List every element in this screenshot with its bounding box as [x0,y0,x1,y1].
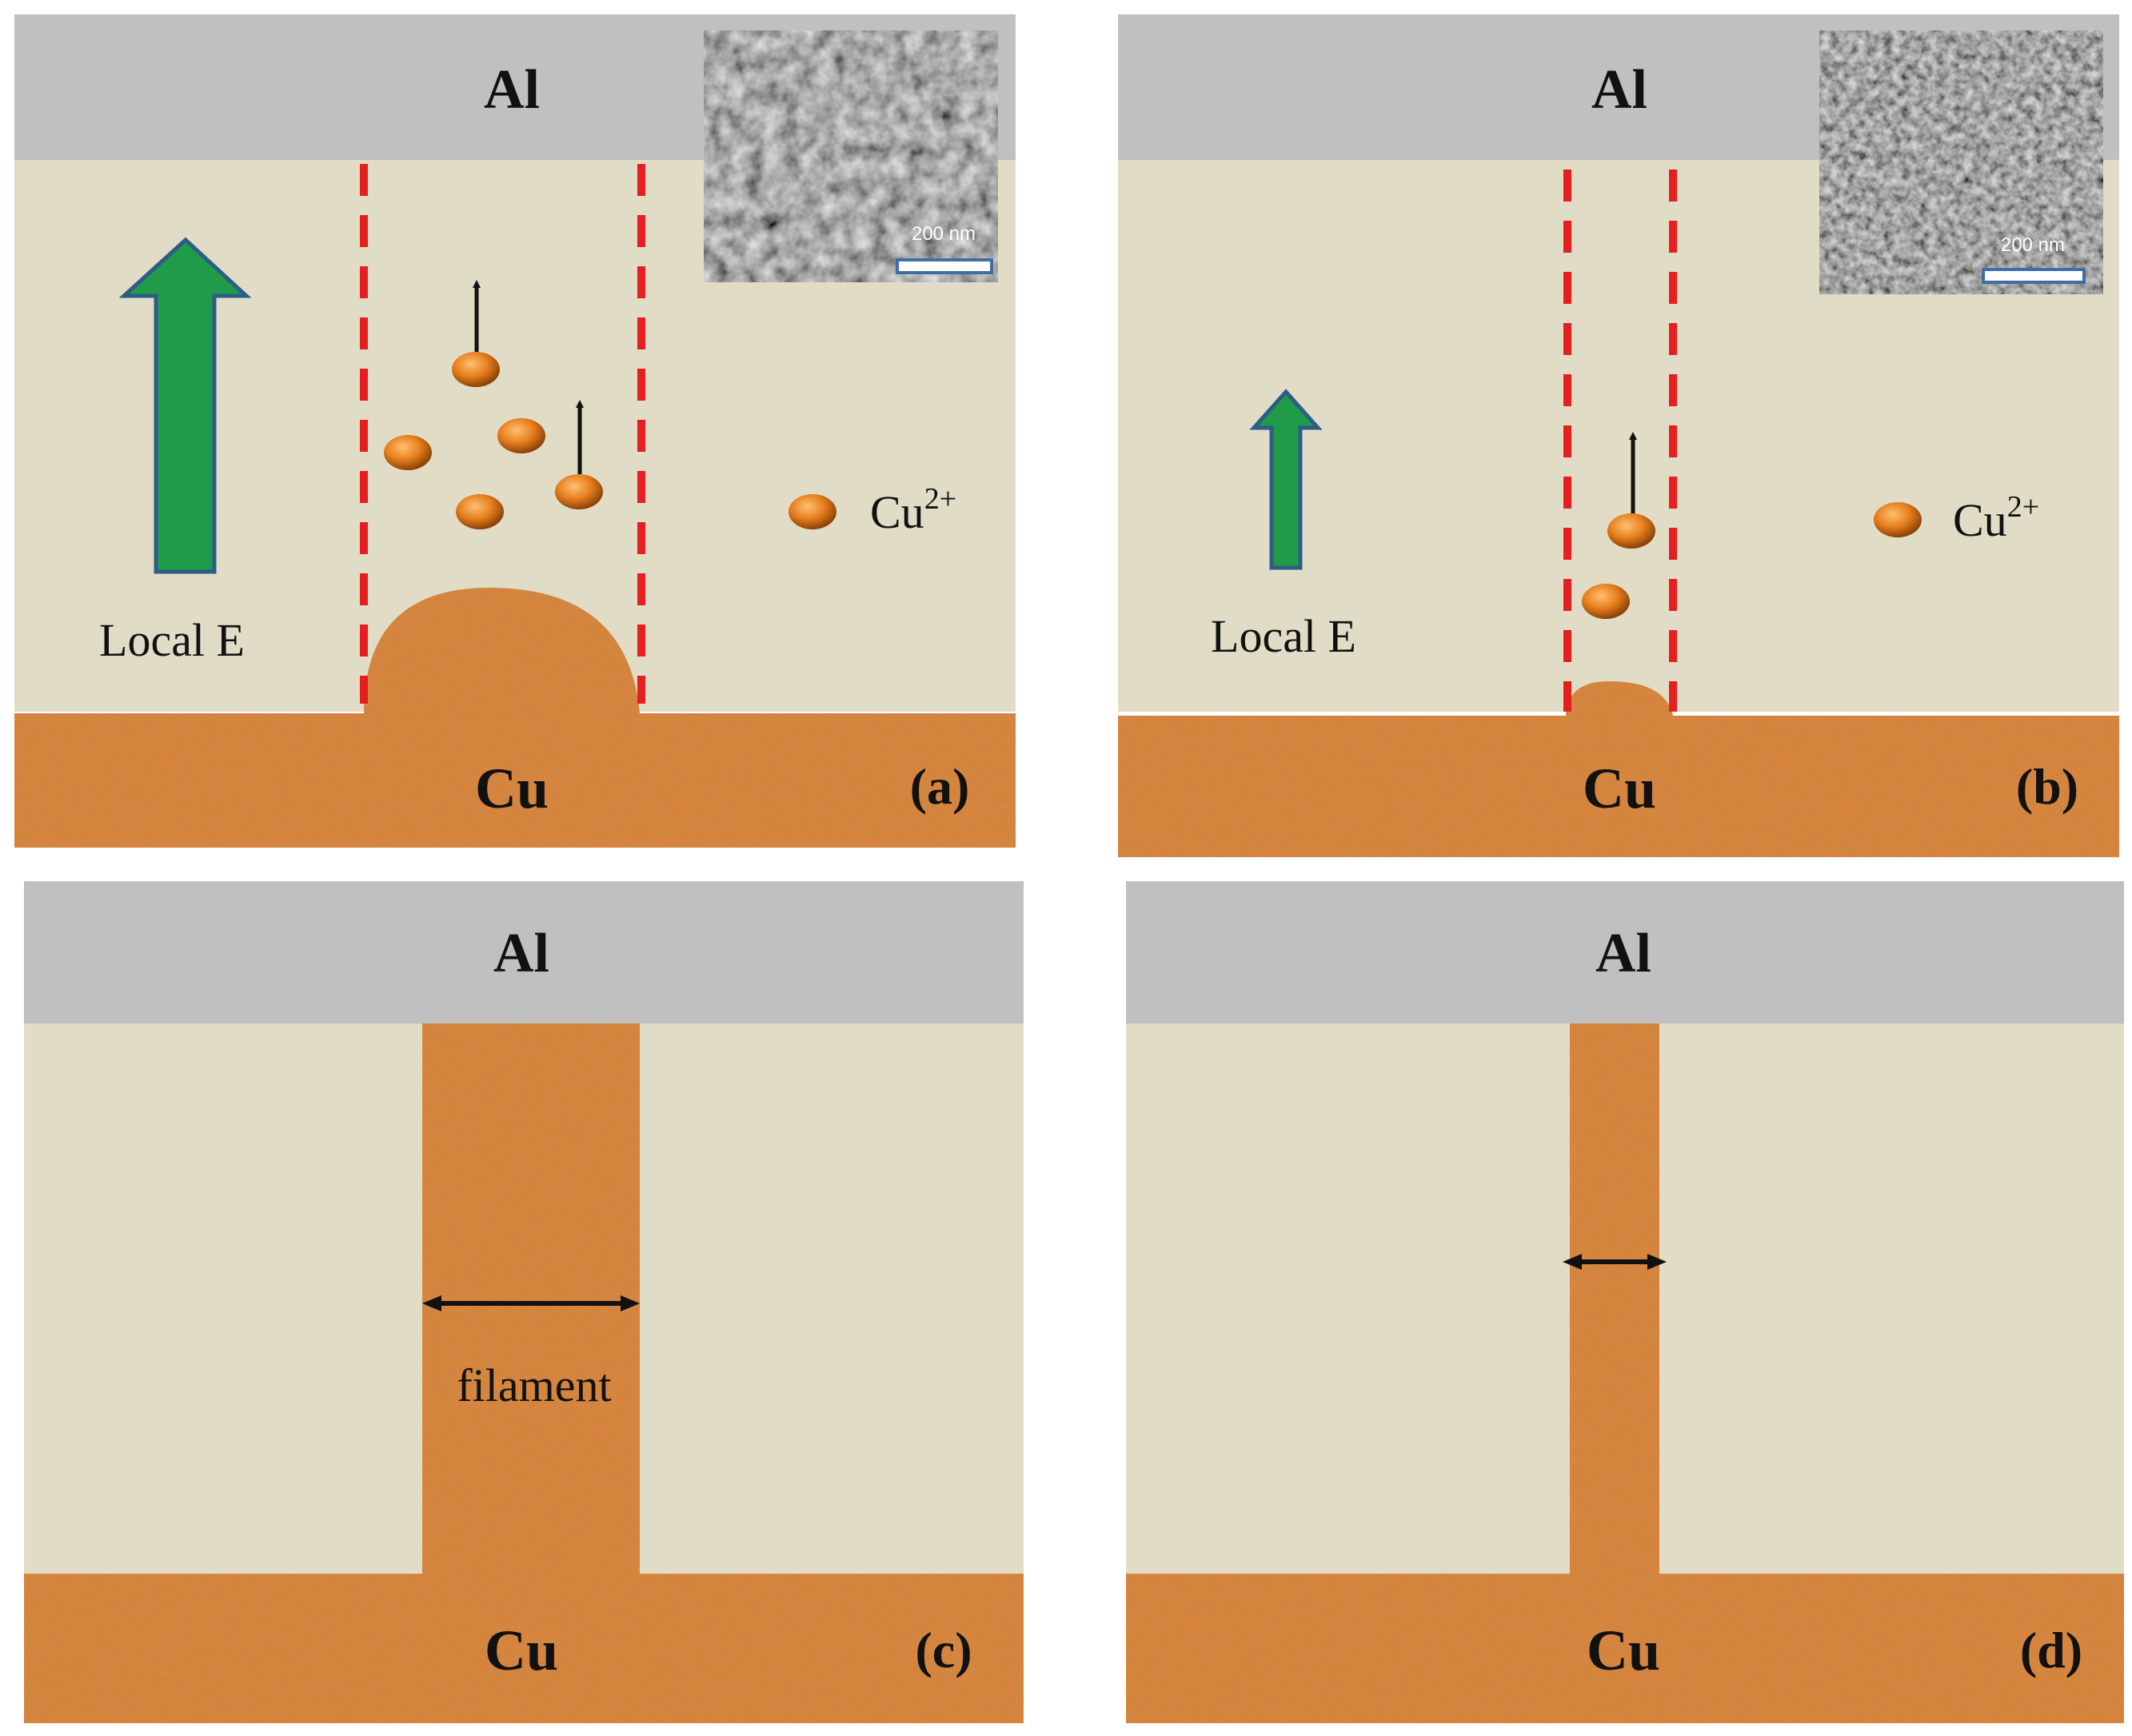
panel-c: Al filament Cu (c) [24,881,1024,1723]
cu-label: Cu [1583,756,1656,820]
cu-filament [1126,1024,2124,1723]
ion-legend-base: Cu [1953,494,2007,546]
panel-d: Al Cu (d) [1126,881,2124,1723]
local-field-arrow [1249,389,1323,570]
ion-legend-charge: 2+ [924,482,956,516]
sem-inset: 200 nm [1819,30,2103,294]
al-label: Al [1595,923,1651,984]
al-label: Al [484,59,540,121]
cu-ion [497,418,545,453]
local-e-label: Local E [99,614,245,666]
al-label: Al [1591,59,1647,121]
local-field-arrow [118,237,252,574]
cu-electrode [1118,681,2119,857]
cu-ion-legend: Cu2+ [789,482,956,538]
ion-legend-charge: 2+ [2007,490,2039,524]
sem-scale-label: 200 nm [912,223,976,245]
panel-label: (d) [2020,1622,2082,1678]
al-electrode [24,881,1024,1024]
al-label: Al [493,923,549,984]
cu-ion [1607,513,1655,549]
panel-b: Al Cu (b) Local E Cu2+ 200 nm [1118,14,2119,857]
filament-label: filament [457,1359,611,1411]
sem-scale-label: 200 nm [2001,234,2065,256]
cu-ion [456,494,504,529]
cu-ion [555,474,603,509]
cu-ion [1582,584,1630,619]
cu-label: Cu [1587,1618,1660,1682]
panel-label: (b) [2016,758,2078,815]
panel-a: Al Cu (a) Local E Cu2+ 200 nm [14,14,1016,848]
cu-ion [384,435,432,470]
cu-label: Cu [485,1618,558,1682]
panel-label: (c) [915,1622,972,1678]
cu-electrode [14,588,1016,848]
local-e-label: Local E [1211,610,1356,662]
svg-text:Cu2+: Cu2+ [870,482,956,538]
cu-filament [24,1024,1024,1723]
al-electrode [1126,881,2124,1024]
cu-ion [452,352,500,387]
cu-label: Cu [475,756,549,820]
ion-legend-base: Cu [870,486,924,538]
sem-inset: 200 nm [704,30,998,282]
svg-text:Cu2+: Cu2+ [1953,490,2039,546]
cu-ion-legend: Cu2+ [1874,490,2039,546]
panel-label: (a) [910,758,970,815]
